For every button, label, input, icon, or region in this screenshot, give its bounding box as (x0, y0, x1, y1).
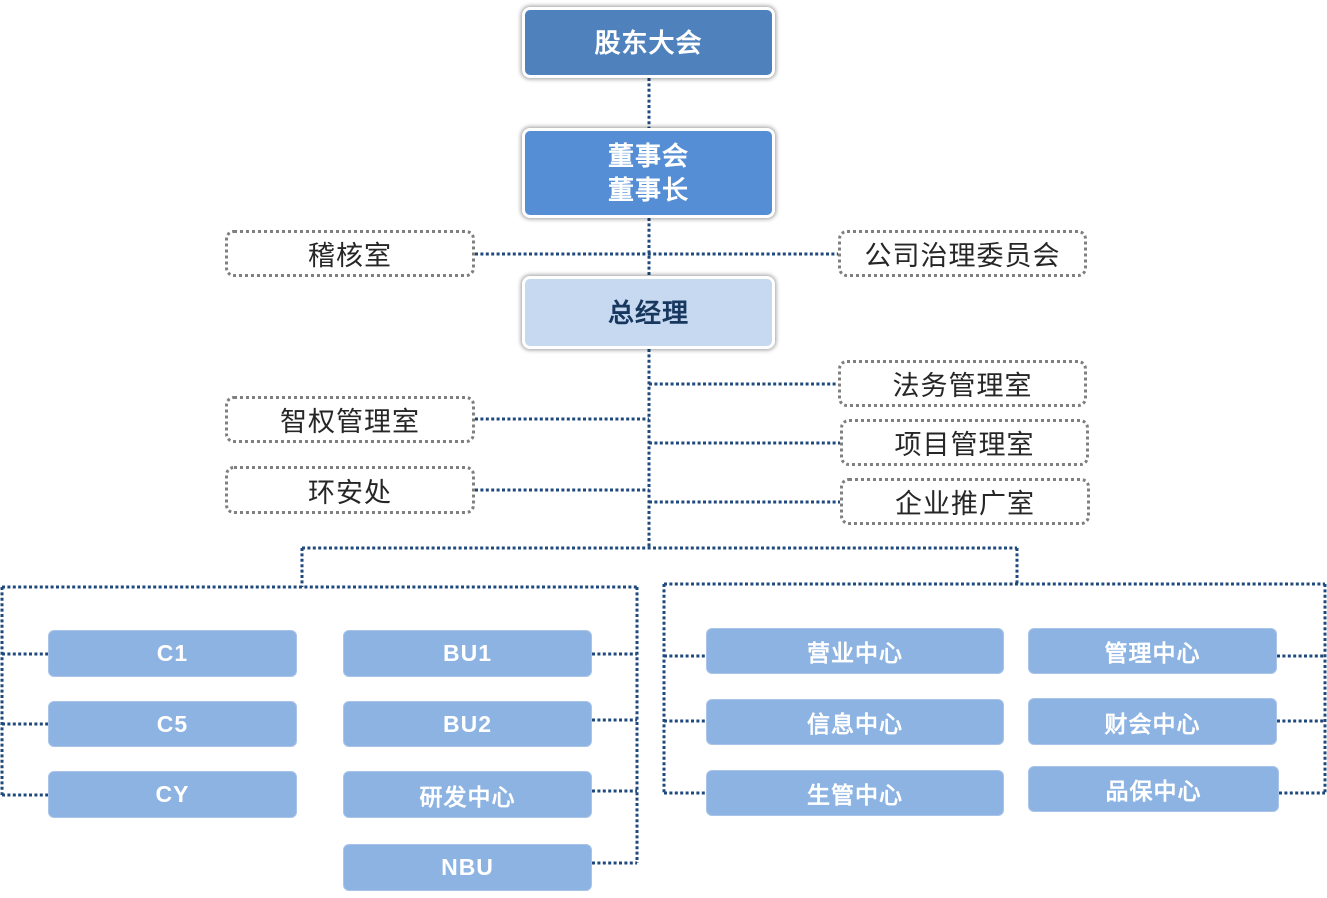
shareholders-meeting-label: 股东大会 (594, 27, 703, 58)
promotion-office-label: 企业推广室 (895, 489, 1035, 519)
project-office-box: 项目管理室 (840, 419, 1089, 466)
unit-box: C1 (48, 630, 297, 677)
unit-label: NBU (441, 854, 494, 880)
board-label: 董事会 (607, 141, 689, 171)
general-manager-label: 总经理 (607, 297, 689, 328)
center-box: 品保中心 (1028, 766, 1279, 812)
ehs-office-box: 环安处 (225, 466, 475, 514)
ip-office-box: 智权管理室 (225, 396, 475, 443)
center-box: 生管中心 (706, 770, 1004, 816)
unit-label: C1 (156, 640, 189, 666)
center-label: 营业中心 (807, 640, 903, 666)
center-box: 信息中心 (706, 699, 1004, 745)
board-box: 董事会 董事长 (522, 128, 775, 218)
unit-box: BU2 (343, 701, 592, 747)
governance-committee-box: 公司治理委员会 (838, 230, 1087, 277)
unit-box: BU1 (343, 630, 592, 677)
center-box: 管理中心 (1028, 628, 1277, 674)
center-box: 财会中心 (1028, 698, 1277, 745)
unit-box: NBU (343, 844, 592, 891)
unit-box: C5 (48, 701, 297, 747)
audit-office-label: 稽核室 (308, 241, 392, 271)
promotion-office-box: 企业推广室 (840, 478, 1090, 525)
unit-label: BU2 (442, 710, 492, 737)
audit-office-box: 稽核室 (225, 230, 475, 277)
center-label: 管理中心 (1104, 640, 1201, 666)
center-label: 财会中心 (1104, 710, 1201, 737)
center-label: 品保中心 (1105, 778, 1202, 804)
center-label: 信息中心 (807, 711, 903, 737)
legal-office-label: 法务管理室 (892, 371, 1033, 401)
general-manager-box: 总经理 (522, 276, 775, 349)
ip-office-label: 智权管理室 (280, 407, 420, 437)
center-box: 营业中心 (706, 628, 1004, 674)
center-label: 生管中心 (807, 782, 903, 808)
legal-office-box: 法务管理室 (838, 360, 1087, 407)
ehs-office-label: 环安处 (308, 477, 392, 508)
unit-label: CY (155, 781, 190, 807)
unit-label: 研发中心 (419, 783, 516, 810)
unit-box: CY (48, 771, 297, 818)
unit-label: BU1 (442, 640, 492, 666)
unit-label: C5 (156, 710, 189, 737)
governance-committee-label: 公司治理委员会 (864, 241, 1061, 271)
unit-box: 研发中心 (343, 771, 592, 818)
shareholders-meeting-box: 股东大会 (522, 7, 775, 78)
chairman-label: 董事长 (607, 175, 689, 205)
project-office-label: 项目管理室 (894, 430, 1035, 460)
